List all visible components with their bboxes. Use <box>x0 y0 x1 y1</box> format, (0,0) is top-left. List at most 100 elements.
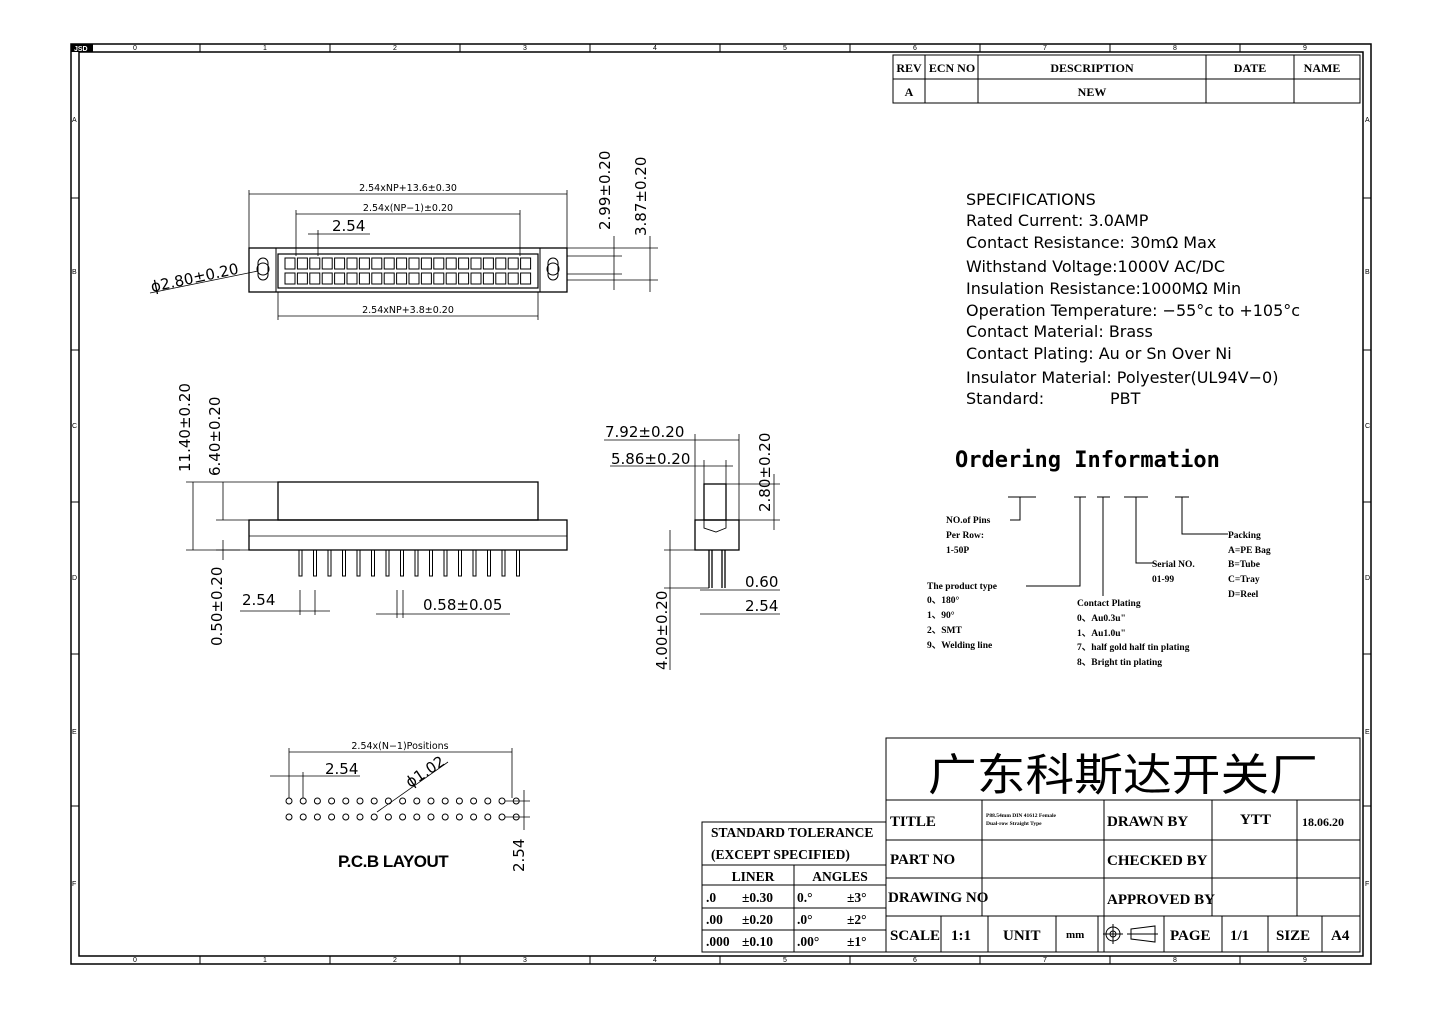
pcb-hole <box>342 813 350 821</box>
pcb-hole <box>413 813 421 821</box>
contact-cell <box>346 272 358 285</box>
projection-symbol-icon <box>1103 924 1158 944</box>
rev-header: REV <box>896 61 922 75</box>
pcb-hole <box>328 797 336 805</box>
pin <box>342 549 346 577</box>
spec-line: Operation Temperature: −55°c to +105°c <box>966 301 1300 320</box>
order-type: 2、SMT <box>927 626 963 636</box>
row-label-left: A <box>72 117 77 124</box>
row-label-left: C <box>72 423 77 430</box>
order-type: 9、Welding line <box>927 641 992 651</box>
col-label-bottom: 6 <box>913 957 917 964</box>
tol-cell: ±0.10 <box>742 934 773 949</box>
pin <box>414 549 419 577</box>
pcb-dimensions <box>270 748 530 830</box>
col-label-bottom: 0 <box>133 957 137 964</box>
contact-cell <box>507 272 519 285</box>
dim-top-pitch-span: 2.54x(NP−1)±0.20 <box>363 203 453 214</box>
contact-cell <box>482 257 494 270</box>
name-header: NAME <box>1304 61 1341 75</box>
contact-cell <box>408 257 420 270</box>
col-label-top: 9 <box>1303 45 1307 52</box>
dim-end-width1: 7.92±0.20 <box>605 423 684 441</box>
pcb-hole <box>328 813 336 821</box>
pin <box>472 549 477 577</box>
dim-side-pin-width: 0.58±0.05 <box>423 596 502 614</box>
page-value: 1/1 <box>1230 928 1249 944</box>
end-view <box>694 483 740 588</box>
pcb-hole <box>384 797 392 805</box>
end-view-dimensions <box>604 434 780 670</box>
order-type: The product type <box>927 582 997 592</box>
column-ruler <box>71 44 1371 964</box>
col-label-bottom: 2 <box>393 957 397 964</box>
dim-end-height: 2.80±0.20 <box>756 433 774 512</box>
tol-cell: ±2° <box>847 912 867 927</box>
contact-cell <box>458 272 470 285</box>
tol-cell: .000 <box>706 934 730 949</box>
ordering-heading: Ordering Information <box>955 448 1220 473</box>
pcb-hole <box>413 797 421 805</box>
pcb-hole <box>484 813 492 821</box>
contact-cell <box>296 272 308 285</box>
sheet-frame <box>70 43 1372 965</box>
col-label-top: 6 <box>913 45 917 52</box>
contact-cell <box>458 257 470 270</box>
contact-cell <box>334 272 346 285</box>
row-label-right: E <box>1365 729 1370 736</box>
spec-line: Rated Current: 3.0AMP <box>966 211 1149 230</box>
revision-table <box>892 54 1361 104</box>
dim-top-overall: 2.54xNP+13.6±0.30 <box>359 183 457 194</box>
dim-top-h1: 2.99±0.20 <box>596 151 614 230</box>
dim-end-pin: 0.60 <box>745 573 778 591</box>
pin <box>356 549 361 577</box>
order-plating: Contact Plating <box>1077 599 1141 609</box>
col-label-top: 3 <box>523 45 527 52</box>
description-value: NEW <box>1078 85 1107 99</box>
unit-label: UNIT <box>1003 928 1041 944</box>
col-label-bottom: 3 <box>523 957 527 964</box>
spec-standard-value: PBT <box>1110 389 1141 408</box>
spec-line: Withstand Voltage:1000V AC/DC <box>966 257 1225 276</box>
tol-cell: ±1° <box>847 934 867 949</box>
col-label-bottom: 9 <box>1303 957 1307 964</box>
title-value: Dual-row Straight Type <box>986 821 1042 827</box>
pcb-hole <box>384 813 392 821</box>
dim-end-width2: 5.86±0.20 <box>611 450 690 468</box>
rev-value: A <box>905 85 914 99</box>
pin <box>313 549 317 577</box>
contact-cell <box>346 257 358 270</box>
spec-line: Insulation Resistance:1000MΩ Min <box>966 279 1241 298</box>
top-contact-grid <box>284 257 532 285</box>
pcb-hole <box>313 813 321 821</box>
row-label-right: F <box>1365 881 1369 888</box>
row-label-left: D <box>72 575 77 582</box>
page-label: PAGE <box>1170 928 1211 944</box>
company-name: 广东科斯达开关厂 <box>928 750 1318 801</box>
contact-cell <box>371 257 383 270</box>
pin <box>298 549 303 577</box>
drawing-no-label: DRAWING NO <box>888 890 988 906</box>
approved-by-label: APPROVED BY <box>1107 892 1215 908</box>
pin <box>429 549 433 577</box>
ecn-header: ECN NO <box>929 61 975 75</box>
side-pins <box>298 549 520 577</box>
pcb-hole <box>285 813 293 821</box>
dim-side-pitch: 2.54 <box>242 591 275 609</box>
col-label-bottom: 1 <box>263 957 267 964</box>
order-serial: Serial NO. <box>1152 560 1195 570</box>
tol-cell: .0 <box>706 890 716 905</box>
contact-cell <box>296 257 308 270</box>
contact-cell <box>507 257 519 270</box>
pin <box>516 549 520 577</box>
pcb-hole <box>299 797 307 805</box>
col-label-bottom: 8 <box>1173 957 1177 964</box>
size-label: SIZE <box>1276 928 1310 944</box>
pcb-hole <box>399 797 407 805</box>
dim-side-pin-length: 0.50±0.20 <box>208 567 226 646</box>
unit-value: mm <box>1066 929 1084 941</box>
pcb-hole <box>342 797 350 805</box>
dim-end-length: 4.00±0.20 <box>653 591 671 670</box>
dim-pcb-row: 2.54 <box>510 839 528 872</box>
